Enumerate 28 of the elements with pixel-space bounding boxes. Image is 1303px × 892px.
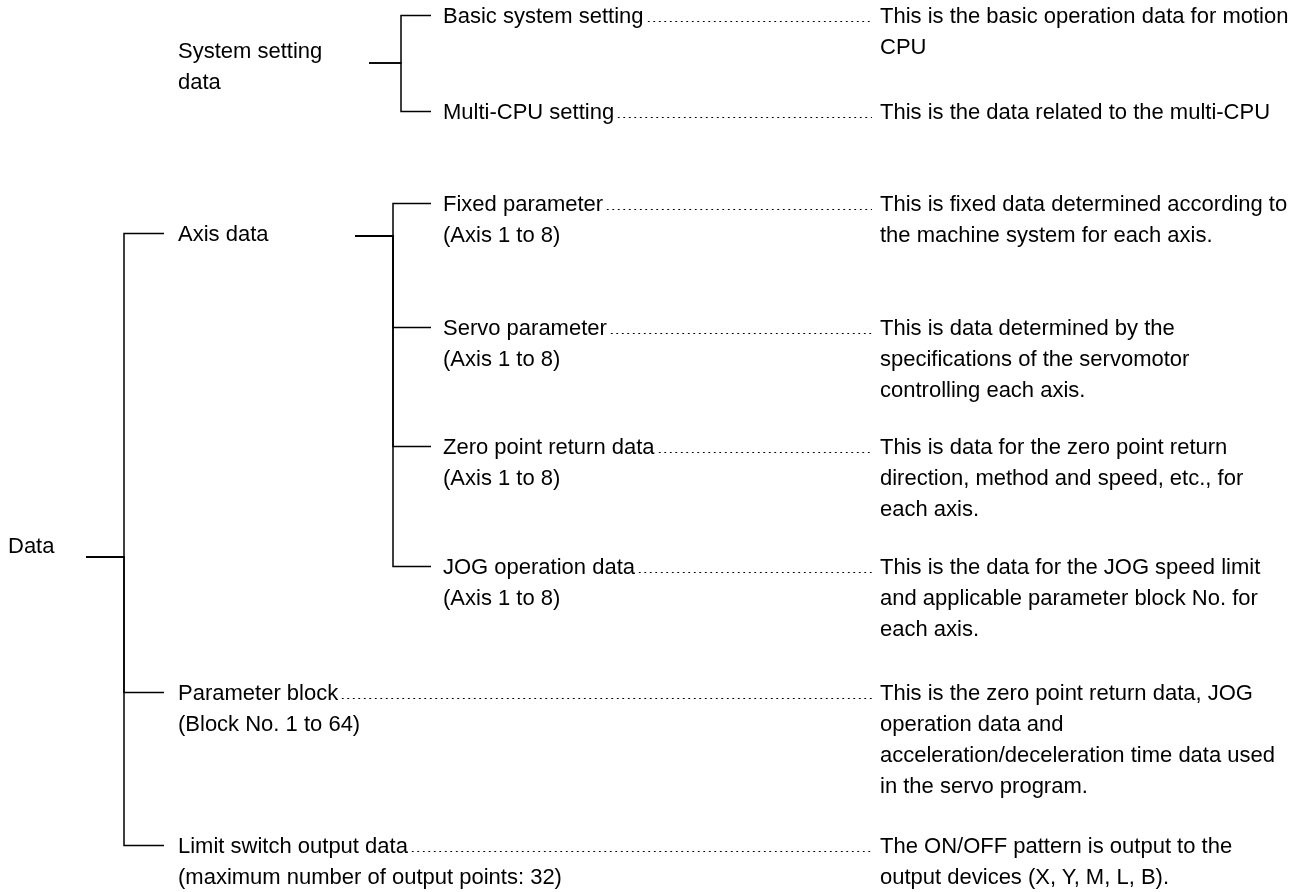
range-note: (Axis 1 to 8): [443, 584, 562, 612]
range-note: (Axis 1 to 8): [443, 345, 562, 373]
item-label: System setting data: [178, 37, 324, 96]
item-label: Multi-CPU setting: [443, 98, 615, 126]
tree-connector: [368, 62, 432, 113]
description-text: This is fixed data determined according to the machine system for each axis.: [880, 190, 1289, 249]
description-text: This is data determined by the specifications of the servomotor controlling each axis.: [880, 314, 1191, 404]
description-text: This is the basic operation data for motion CPU: [880, 2, 1290, 61]
item-label: Parameter block: [178, 679, 339, 707]
item-label: Fixed parameter: [443, 190, 604, 218]
item-label: Zero point return data: [443, 433, 655, 461]
range-note: (Axis 1 to 8): [443, 464, 562, 492]
item-label: Axis data: [178, 220, 270, 248]
item-label: Limit switch output data: [178, 832, 408, 860]
tree-connector: [85, 556, 165, 847]
item-label: Basic system setting: [443, 2, 644, 30]
range-note: (maximum number of output points: 32): [178, 863, 563, 891]
description-text: This is the zero point return data, JOG operation data and acceleration/deceleration time data used in the servo program.: [880, 679, 1277, 800]
item-label: Servo parameter: [443, 314, 607, 342]
item-label: Data: [8, 532, 56, 560]
description-text: This is the data related to the multi-CPU: [880, 98, 1272, 126]
item-label: JOG operation data: [443, 553, 635, 581]
description-text: The ON/OFF pattern is output to the output devices (X, Y, M, L, B).: [880, 832, 1234, 891]
description-text: This is data for the zero point return direction, method and speed, etc., for each axis.: [880, 433, 1245, 523]
description-text: This is the data for the JOG speed limit and applicable parameter block No. for each axis.: [880, 553, 1262, 643]
range-note: (Axis 1 to 8): [443, 221, 562, 249]
range-note: (Block No. 1 to 64): [178, 710, 362, 738]
tree-connector: [354, 235, 432, 568]
